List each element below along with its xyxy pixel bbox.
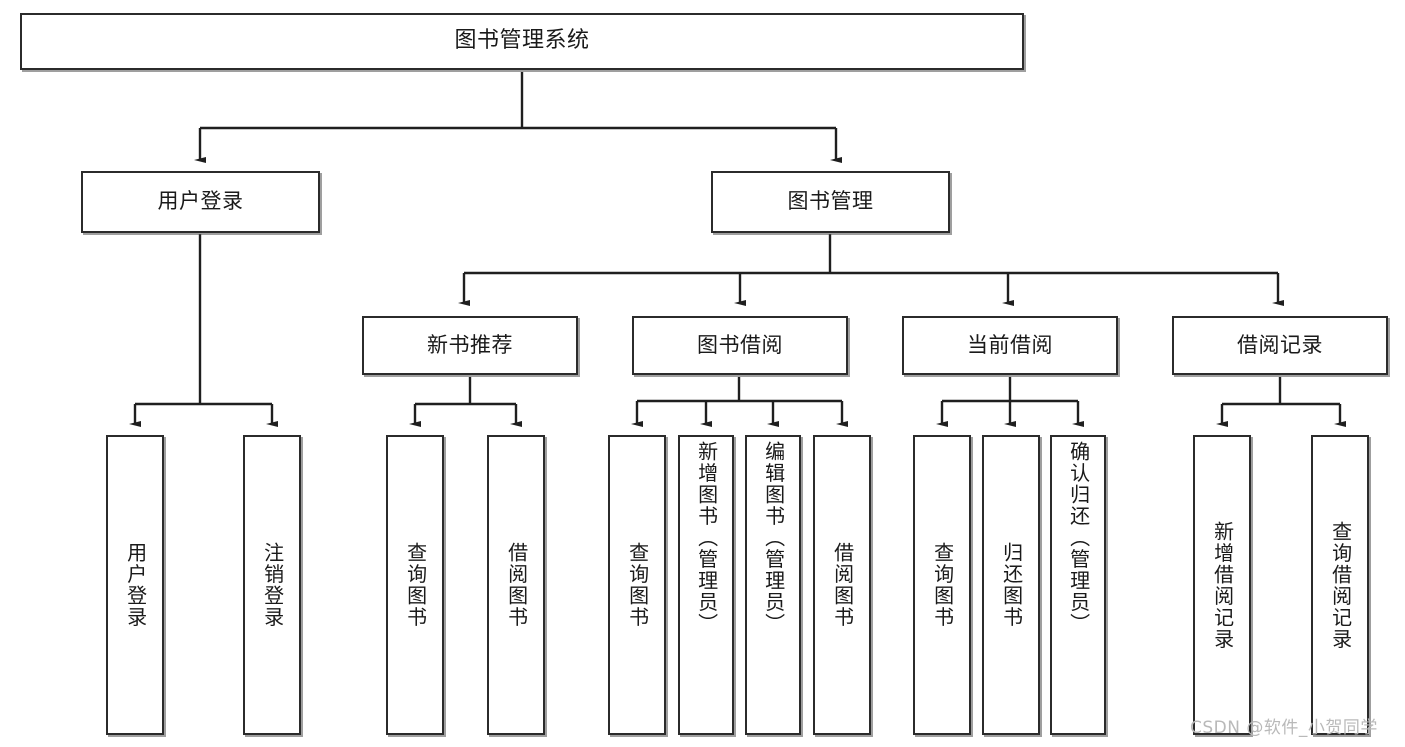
leaf-return-book[interactable]: 归还图书 (982, 435, 1040, 735)
leaf-query-book-3[interactable]: 查询图书 (913, 435, 971, 735)
node-book-borrow-label: 图书借阅 (697, 332, 783, 357)
leaf-borrow-book-2[interactable]: 借阅图书 (813, 435, 871, 735)
leaf-logout-login-label: 注销登录 (260, 542, 285, 628)
leaf-user-login-label: 用户登录 (123, 542, 148, 628)
node-new-book-recommend[interactable]: 新书推荐 (362, 316, 578, 375)
leaf-query-book-3-label: 查询图书 (930, 542, 955, 628)
leaf-query-book-1-label: 查询图书 (403, 542, 428, 628)
leaf-borrow-book-2-label: 借阅图书 (830, 542, 855, 628)
leaf-query-book-2[interactable]: 查询图书 (608, 435, 666, 735)
node-root[interactable]: 图书管理系统 (20, 13, 1024, 70)
node-user-login[interactable]: 用户登录 (81, 171, 320, 233)
node-book-management-label: 图书管理 (787, 189, 874, 214)
leaf-return-book-label: 归还图书 (999, 542, 1024, 628)
leaf-query-record[interactable]: 查询借阅记录 (1311, 435, 1369, 735)
node-borrow-record[interactable]: 借阅记录 (1172, 316, 1388, 375)
node-new-book-recommend-label: 新书推荐 (427, 332, 513, 357)
node-book-borrow[interactable]: 图书借阅 (632, 316, 848, 375)
leaf-borrow-book-1[interactable]: 借阅图书 (487, 435, 545, 735)
leaf-confirm-return[interactable]: 确认归还（管理员） (1050, 435, 1106, 735)
node-current-borrow[interactable]: 当前借阅 (902, 316, 1118, 375)
leaf-confirm-return-label: 确认归还（管理员） (1066, 441, 1091, 635)
leaf-add-book-label: 新增图书（管理员） (694, 441, 719, 635)
leaf-add-record-label: 新增借阅记录 (1210, 520, 1235, 650)
leaf-add-record[interactable]: 新增借阅记录 (1193, 435, 1251, 735)
leaf-query-record-label: 查询借阅记录 (1328, 520, 1353, 650)
node-borrow-record-label: 借阅记录 (1237, 332, 1323, 357)
leaf-query-book-1[interactable]: 查询图书 (386, 435, 444, 735)
leaf-add-book[interactable]: 新增图书（管理员） (678, 435, 734, 735)
node-book-management[interactable]: 图书管理 (711, 171, 950, 233)
watermark: CSDN @软件_小贺同学 (1190, 718, 1378, 738)
leaf-query-book-2-label: 查询图书 (625, 542, 650, 628)
node-current-borrow-label: 当前借阅 (967, 332, 1053, 357)
leaf-edit-book[interactable]: 编辑图书（管理员） (745, 435, 801, 735)
leaf-logout-login[interactable]: 注销登录 (243, 435, 301, 735)
leaf-edit-book-label: 编辑图书（管理员） (761, 441, 786, 635)
leaf-user-login[interactable]: 用户登录 (106, 435, 164, 735)
leaf-borrow-book-1-label: 借阅图书 (504, 542, 529, 628)
node-root-label: 图书管理系统 (454, 28, 590, 54)
node-user-login-label: 用户登录 (157, 189, 244, 214)
